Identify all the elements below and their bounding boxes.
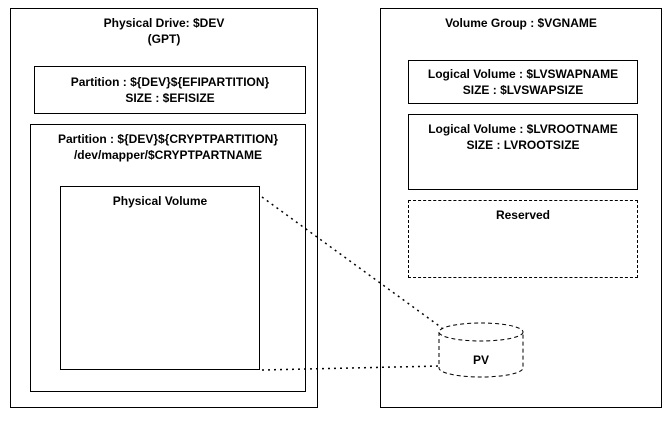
- lv-root-box: Logical Volume : $LVROOTNAME SIZE : LVRO…: [408, 114, 638, 190]
- reserved-box: Reserved: [408, 200, 638, 278]
- physical-volume-box: Physical Volume: [60, 186, 260, 370]
- crypt-partition-title: Partition : ${DEV}${CRYPTPARTITION} /dev…: [31, 125, 305, 163]
- lv-root-line2: SIZE : LVROOTSIZE: [466, 138, 580, 153]
- efi-partition-box: Partition : ${DEV}${EFIPARTITION} SIZE :…: [34, 66, 306, 114]
- physical-volume-label: Physical Volume: [112, 194, 208, 208]
- lv-root-title: Logical Volume : $LVROOTNAME SIZE : LVRO…: [409, 115, 637, 153]
- physical-drive-title-line1: Physical Drive: $DEV: [103, 16, 225, 30]
- physical-drive-title-line2: (GPT): [147, 32, 181, 47]
- lv-swap-line2: SIZE : $LVSWAPSIZE: [462, 83, 584, 97]
- efi-partition-line2: SIZE : $EFISIZE: [125, 91, 215, 105]
- physical-drive-title: Physical Drive: $DEV (GPT): [11, 9, 317, 47]
- efi-partition-line1: Partition : ${DEV}${EFIPARTITION}: [70, 74, 270, 89]
- crypt-partition-line1: Partition : ${DEV}${CRYPTPARTITION}: [57, 132, 279, 146]
- reserved-label: Reserved: [495, 208, 551, 222]
- lv-root-line1: Logical Volume : $LVROOTNAME: [428, 122, 618, 136]
- lv-swap-line1: Logical Volume : $LVSWAPNAME: [427, 66, 619, 81]
- volume-group-title: Volume Group : $VGNAME: [445, 16, 597, 30]
- lv-swap-box: Logical Volume : $LVSWAPNAME SIZE : $LVS…: [408, 60, 638, 104]
- crypt-partition-line2: /dev/mapper/$CRYPTPARTNAME: [73, 148, 263, 163]
